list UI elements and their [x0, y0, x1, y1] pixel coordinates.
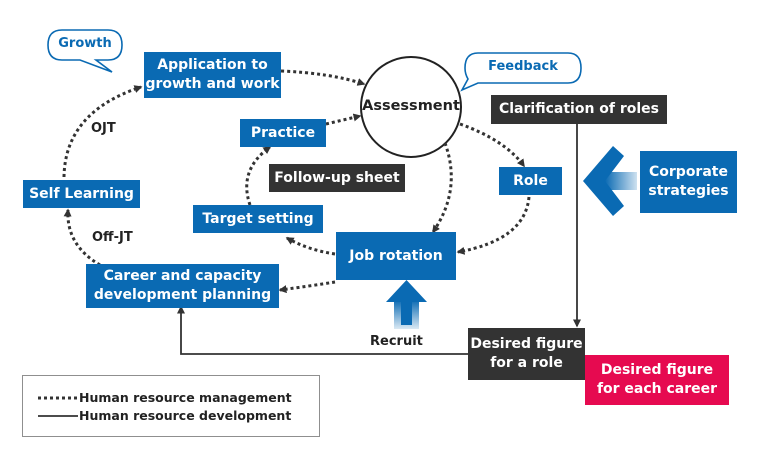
feedback-label: Feedback — [488, 59, 558, 74]
ojt-label: OJT — [91, 121, 116, 136]
arrow-role-to-job-rotation — [456, 196, 531, 255]
legend: Human resource management Human resource… — [22, 375, 320, 437]
application-box: Application to growth and work — [144, 52, 281, 98]
desired-career-box: Desired figure for each career — [585, 355, 729, 405]
target-setting-box: Target setting — [193, 205, 323, 233]
arrow-application-to-assessment — [280, 69, 366, 86]
self-learning-box: Self Learning — [23, 180, 140, 208]
development-arrows — [177, 124, 581, 355]
arrow-job-rotation-to-target — [285, 236, 336, 256]
assessment-circle — [360, 56, 462, 158]
recruit-arrow — [386, 280, 427, 329]
legend-dotted-label: Human resource management — [79, 390, 292, 405]
assessment-label: Assessment — [362, 98, 460, 114]
management-arrows — [62, 69, 531, 294]
arrow-assessment-to-job-rotation — [431, 142, 453, 234]
off-jt-label: Off-JT — [92, 230, 133, 245]
career-planning-box: Career and capacity development planning — [86, 264, 279, 308]
clarification-box: Clarification of roles — [491, 95, 667, 124]
job-rotation-box: Job rotation — [336, 232, 456, 280]
arrow-job-rotation-to-career — [278, 280, 336, 294]
growth-label: Growth — [58, 36, 112, 51]
legend-lines — [38, 396, 78, 417]
follow-up-sheet-box: Follow-up sheet — [269, 164, 405, 192]
practice-box: Practice — [240, 119, 326, 147]
arrow-career-to-selflearning — [63, 208, 101, 267]
role-box: Role — [499, 167, 562, 195]
feedback-bubble — [460, 52, 582, 92]
arrow-assessment-to-role — [459, 122, 526, 168]
corporate-chevron — [583, 146, 637, 216]
arrow-practice-to-assessment — [325, 113, 362, 126]
desired-role-box: Desired figure for a role — [468, 328, 585, 380]
growth-bubble — [47, 29, 123, 73]
recruit-label: Recruit — [370, 334, 423, 349]
legend-solid-label: Human resource development — [79, 408, 292, 423]
corporate-strategies-box: Corporate strategies — [640, 151, 737, 213]
arrow-target-to-practice — [245, 145, 272, 206]
arrow-selflearning-to-application — [62, 85, 143, 178]
arrow-desired-to-career — [177, 305, 468, 355]
